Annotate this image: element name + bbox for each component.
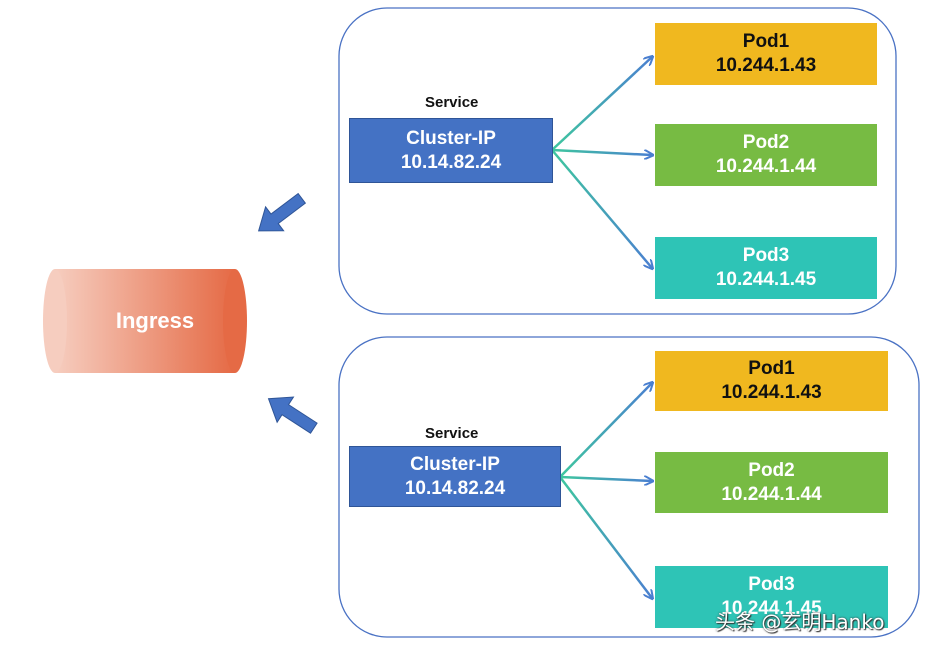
pod-ip: 10.244.1.44 bbox=[715, 156, 817, 177]
connector-svc2-pod3 bbox=[559, 476, 652, 598]
cluster-ip-box: Cluster-IP 10.14.82.24 bbox=[349, 446, 561, 507]
pod-name: Pod3 bbox=[748, 574, 795, 595]
connector-svc2-pod2 bbox=[559, 477, 652, 481]
connector-svc1-pod2 bbox=[551, 148, 652, 155]
pod-ip: 10.244.1.45 bbox=[721, 598, 822, 619]
pod-ip: 10.244.1.45 bbox=[715, 269, 817, 290]
cluster-ip-box: Cluster-IP 10.14.82.24 bbox=[349, 118, 553, 183]
block-arrow-group-2-to-ingress bbox=[267, 396, 318, 434]
watermark-text: 头条 @玄明Hanko bbox=[715, 610, 885, 634]
block-arrow-group-1-to-ingress bbox=[257, 192, 307, 232]
cluster-ip-address: 10.14.82.24 bbox=[400, 151, 502, 173]
pod-ip: 10.244.1.43 bbox=[715, 55, 817, 76]
cluster-ip-name: Cluster-IP bbox=[406, 127, 496, 149]
service-group-2-container bbox=[338, 336, 920, 638]
pod-box: Pod1 10.244.1.43 bbox=[655, 23, 877, 85]
connector-svc1-pod3 bbox=[551, 149, 652, 268]
connector-svc1-pod1 bbox=[551, 57, 652, 151]
service-label: Service bbox=[425, 425, 479, 442]
pod-box: Pod2 10.244.1.44 bbox=[655, 124, 877, 186]
service-label: Service bbox=[425, 94, 479, 111]
ingress-label: Ingress bbox=[115, 308, 195, 333]
pod-name: Pod2 bbox=[742, 132, 790, 153]
pod-name: Pod2 bbox=[748, 459, 795, 481]
pod-box: Pod2 10.244.1.44 bbox=[655, 452, 888, 513]
connector-svc2-pod1 bbox=[559, 383, 652, 478]
pod-name: Pod1 bbox=[742, 31, 790, 52]
pod-box: Pod1 10.244.1.43 bbox=[655, 351, 888, 411]
pod-box: Pod3 10.244.1.45 bbox=[655, 237, 877, 299]
pod-name: Pod3 bbox=[742, 245, 790, 266]
cluster-ip-name: Cluster-IP bbox=[410, 453, 500, 475]
pod-name: Pod1 bbox=[748, 358, 795, 379]
cluster-ip-address: 10.14.82.24 bbox=[404, 477, 506, 499]
pod-box: Pod3 10.244.1.45 bbox=[655, 566, 888, 628]
ingress-cylinder bbox=[43, 269, 247, 373]
pod-ip: 10.244.1.43 bbox=[721, 382, 822, 403]
pod-ip: 10.244.1.44 bbox=[721, 483, 822, 505]
